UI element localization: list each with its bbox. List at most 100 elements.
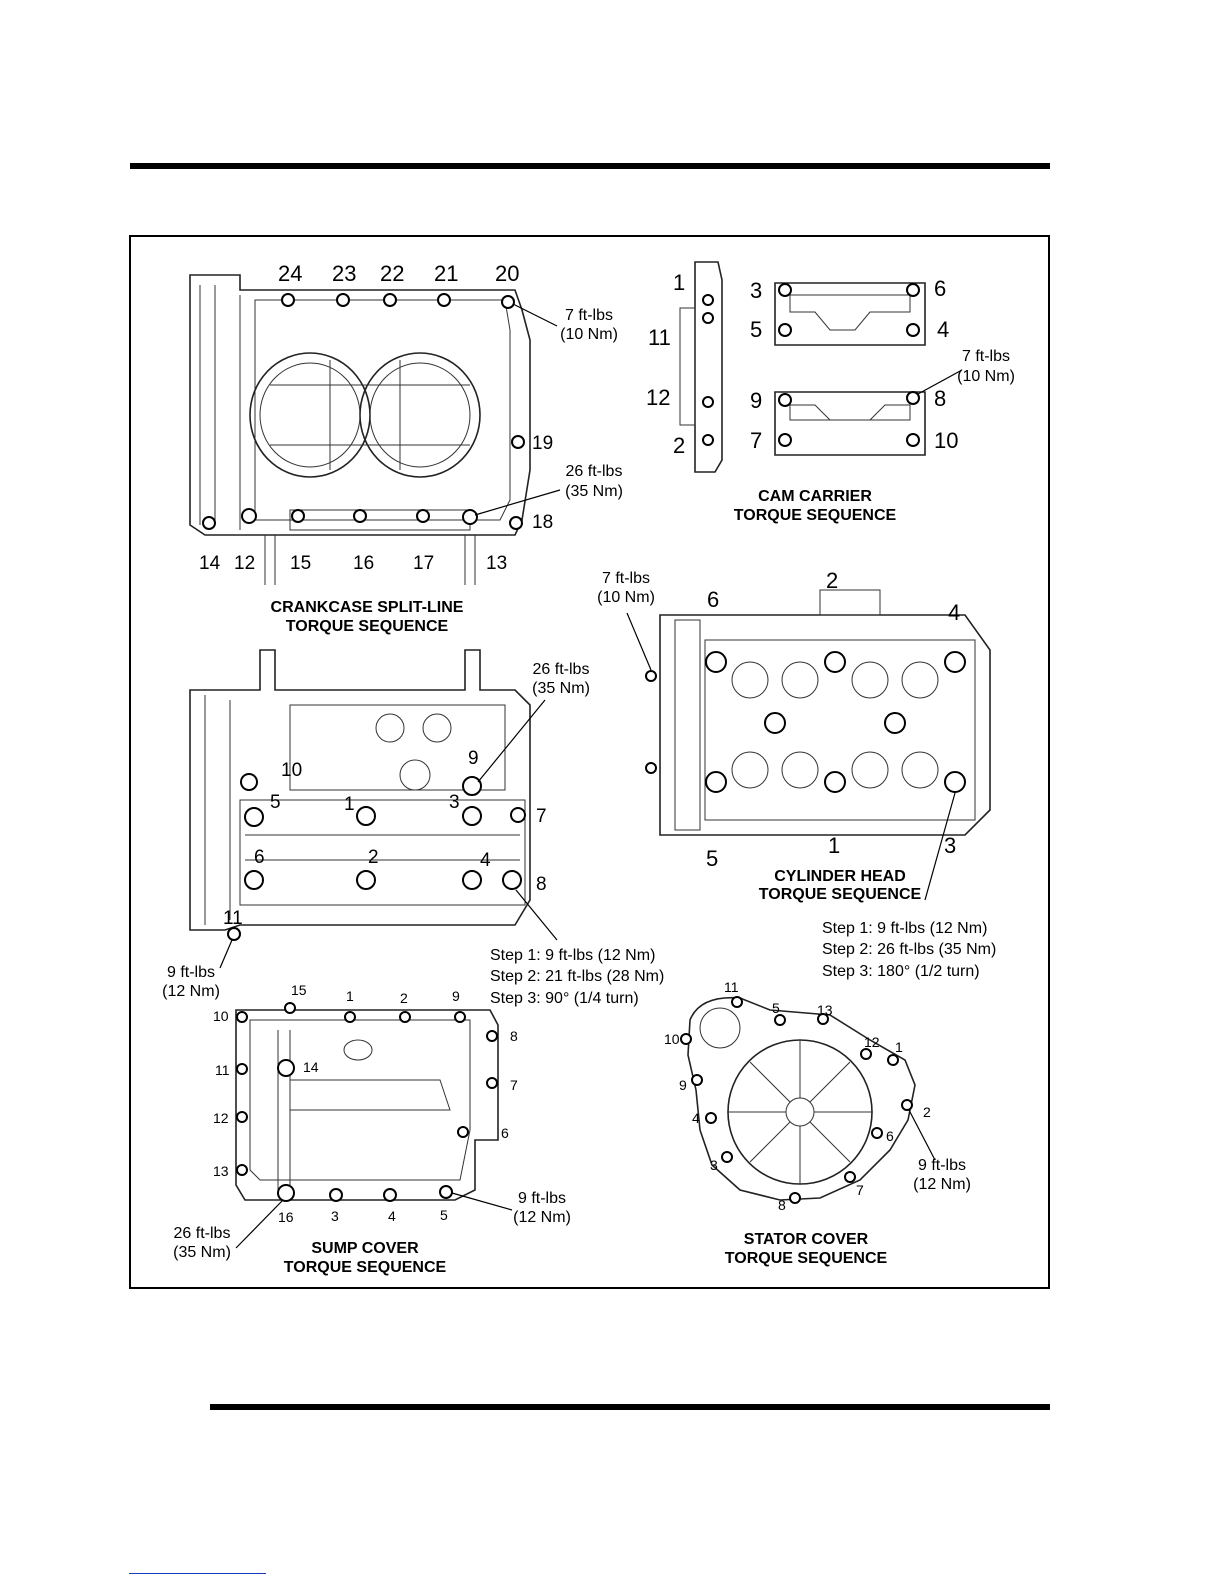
cam-torque-nm: (10 Nm) bbox=[957, 368, 1015, 385]
head-number: 3 bbox=[944, 833, 956, 858]
stator-cover-bolt-numbers: 11 5 13 10 12 1 9 2 4 6 3 7 8 bbox=[664, 979, 931, 1213]
top-rule bbox=[130, 163, 1050, 169]
sump-number: 14 bbox=[303, 1059, 319, 1075]
crankcase-number: 16 bbox=[353, 553, 374, 574]
stator-number: 9 bbox=[679, 1077, 687, 1093]
stator-number: 11 bbox=[724, 979, 739, 995]
lower-case-number: 11 bbox=[223, 908, 243, 929]
cam-number: 10 bbox=[934, 428, 958, 453]
head-number: 6 bbox=[707, 587, 719, 612]
cam-number: 6 bbox=[934, 276, 946, 301]
lower-case-number: 6 bbox=[254, 847, 265, 868]
sump-number: 2 bbox=[400, 990, 408, 1006]
crankcase-torque-a-nm: (10 Nm) bbox=[560, 326, 618, 343]
crankcase-number: 13 bbox=[486, 553, 507, 574]
lower-case-torque-a: 26 ft-lbs bbox=[533, 661, 590, 678]
head-step-2: Step 2: 26 ft-lbs (35 Nm) bbox=[822, 941, 996, 958]
figure-frame bbox=[129, 235, 1050, 1289]
lower-case-number: 7 bbox=[536, 806, 547, 827]
cam-number: 9 bbox=[750, 388, 762, 413]
head-number: 1 bbox=[828, 833, 840, 858]
crankcase-drawing bbox=[189, 274, 561, 585]
stator-number: 7 bbox=[856, 1182, 864, 1198]
head-torque: 7 ft-lbs bbox=[602, 570, 650, 587]
crankcase-number: 14 bbox=[199, 553, 221, 574]
lower-case-number: 2 bbox=[368, 847, 379, 868]
lower-case-step-1: Step 1: 9 ft-lbs (12 Nm) bbox=[490, 947, 655, 964]
lower-case-torque-a-nm: (35 Nm) bbox=[532, 680, 590, 697]
sump-number: 6 bbox=[501, 1125, 509, 1141]
lower-case-number: 10 bbox=[281, 760, 302, 781]
cam-subtitle: TORQUE SEQUENCE bbox=[734, 507, 897, 524]
sump-number: 9 bbox=[452, 988, 460, 1004]
cam-carrier-bolt-numbers: 1 11 12 2 3 5 6 4 9 7 8 10 bbox=[646, 270, 958, 458]
sump-number: 7 bbox=[510, 1077, 518, 1093]
head-step-1: Step 1: 9 ft-lbs (12 Nm) bbox=[822, 920, 987, 937]
crankcase-number: 22 bbox=[380, 261, 404, 286]
cam-number: 12 bbox=[646, 385, 670, 410]
head-number: 2 bbox=[826, 568, 838, 593]
stator-number: 2 bbox=[923, 1104, 931, 1120]
stator-number: 3 bbox=[710, 1157, 718, 1173]
footer-link-underline bbox=[129, 1573, 266, 1574]
cylinder-head-bolt-numbers: 6 2 4 1 5 3 bbox=[706, 568, 960, 871]
sump-title: SUMP COVER bbox=[311, 1240, 419, 1257]
crankcase-number: 24 bbox=[278, 261, 302, 286]
lower-case-step-2: Step 2: 21 ft-lbs (28 Nm) bbox=[490, 968, 664, 985]
crankcase-number: 23 bbox=[332, 261, 356, 286]
sump-number: 16 bbox=[278, 1209, 294, 1225]
head-subtitle: TORQUE SEQUENCE bbox=[759, 886, 922, 903]
lower-case-number: 8 bbox=[536, 874, 547, 895]
sump-number: 15 bbox=[291, 982, 307, 998]
cam-carrier-drawing bbox=[679, 261, 963, 473]
cam-title: CAM CARRIER bbox=[758, 488, 872, 505]
lower-crankcase-drawing bbox=[189, 649, 558, 969]
cam-number: 1 bbox=[673, 270, 685, 295]
sump-subtitle: TORQUE SEQUENCE bbox=[284, 1259, 447, 1276]
stator-cover-drawing bbox=[680, 996, 936, 1204]
sump-number: 1 bbox=[346, 988, 354, 1004]
sump-number: 5 bbox=[440, 1207, 448, 1223]
sump-number: 4 bbox=[388, 1208, 396, 1224]
stator-torque: 9 ft-lbs bbox=[918, 1157, 966, 1174]
head-step-3: Step 3: 180° (1/2 turn) bbox=[822, 963, 980, 980]
lower-case-torque-b: 9 ft-lbs bbox=[167, 964, 215, 981]
head-number: 4 bbox=[948, 600, 960, 625]
cam-number: 2 bbox=[673, 433, 685, 458]
sump-cover-bolt-numbers: 15 1 2 9 8 10 14 11 7 12 6 13 16 3 4 5 bbox=[213, 982, 518, 1225]
lower-case-number: 1 bbox=[344, 794, 355, 815]
crankcase-number: 15 bbox=[290, 553, 311, 574]
sump-torque-b: 9 ft-lbs bbox=[518, 1190, 566, 1207]
stator-subtitle: TORQUE SEQUENCE bbox=[725, 1250, 888, 1267]
stator-title: STATOR COVER bbox=[744, 1231, 869, 1248]
sump-torque-a-nm: (35 Nm) bbox=[173, 1244, 231, 1261]
stator-torque-nm: (12 Nm) bbox=[913, 1176, 971, 1193]
cam-number: 4 bbox=[937, 317, 949, 342]
bottom-rule bbox=[210, 1404, 1050, 1410]
stator-number: 5 bbox=[772, 1000, 780, 1016]
crankcase-subtitle: TORQUE SEQUENCE bbox=[286, 618, 449, 635]
crankcase-torque-b: 26 ft-lbs bbox=[566, 463, 623, 480]
crankcase-bolt-numbers: 24 23 22 21 20 19 18 13 17 16 15 12 14 bbox=[199, 261, 553, 574]
lower-case-number: 3 bbox=[449, 792, 460, 813]
lower-crankcase-bolt-numbers: 10 9 5 1 3 7 6 2 4 8 11 bbox=[223, 748, 547, 929]
crankcase-torque-b-nm: (35 Nm) bbox=[565, 483, 623, 500]
stator-number: 1 bbox=[895, 1039, 903, 1055]
sump-cover-drawing bbox=[235, 1002, 513, 1249]
lower-case-number: 9 bbox=[468, 748, 479, 769]
lower-case-step-3: Step 3: 90° (1/4 turn) bbox=[490, 990, 639, 1007]
lower-case-number: 4 bbox=[480, 850, 491, 871]
cam-number: 11 bbox=[648, 325, 671, 350]
sump-number: 3 bbox=[331, 1208, 339, 1224]
sump-number: 13 bbox=[213, 1163, 229, 1179]
stator-number: 10 bbox=[664, 1031, 680, 1047]
stator-number: 12 bbox=[864, 1034, 880, 1050]
head-title: CYLINDER HEAD bbox=[774, 868, 906, 885]
lower-case-torque-b-nm: (12 Nm) bbox=[162, 983, 220, 1000]
lower-case-number: 5 bbox=[270, 792, 281, 813]
crankcase-torque-a: 7 ft-lbs bbox=[565, 307, 613, 324]
sump-number: 11 bbox=[215, 1062, 230, 1078]
sump-number: 10 bbox=[213, 1008, 229, 1024]
crankcase-number: 12 bbox=[234, 553, 255, 574]
